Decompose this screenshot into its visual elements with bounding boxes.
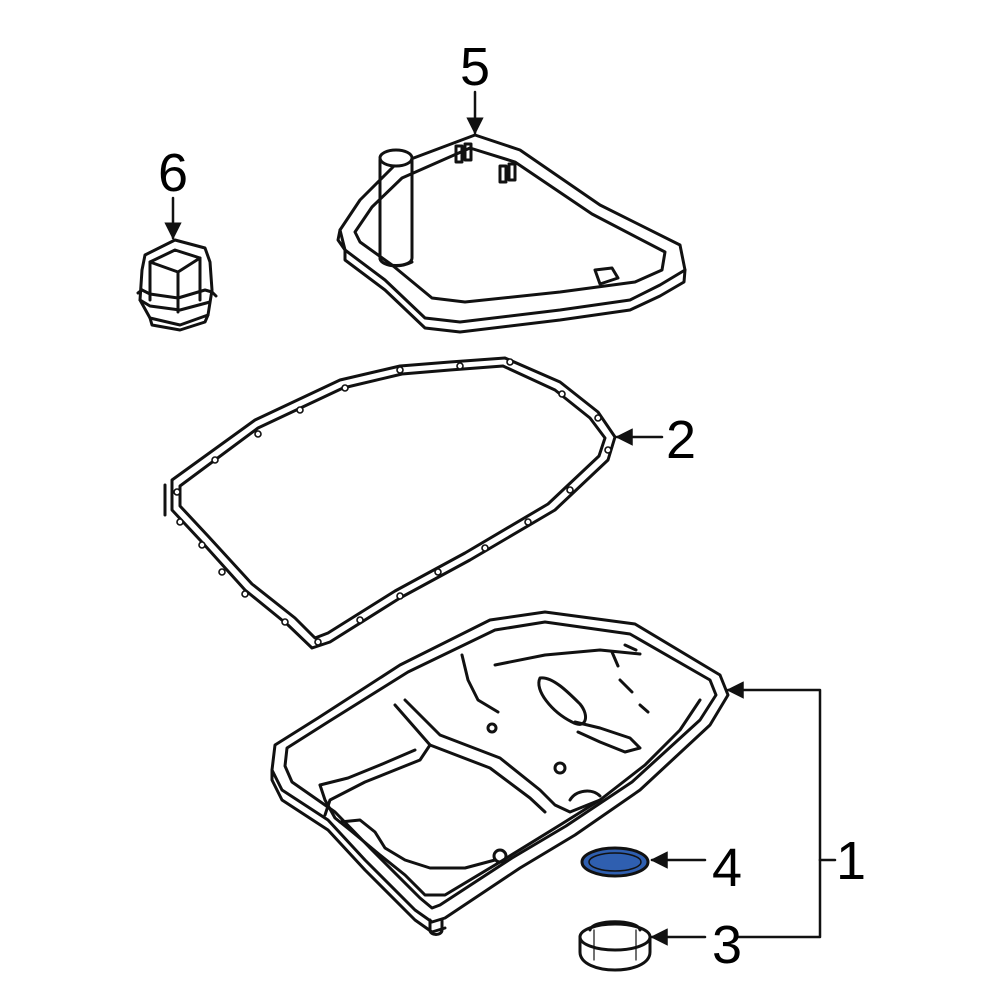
callout-leaders [164,90,837,946]
callout-label-3: 3 [711,915,743,975]
callout-label-5: 5 [459,37,491,97]
callout-label-1: 1 [835,831,867,891]
oil-pan-part [270,610,730,936]
callout-label-4: 4 [711,838,743,898]
callout-label-2: 2 [665,410,697,470]
filter-part [336,133,687,334]
drain-plug-seal-part [580,846,650,878]
gasket-part [163,356,617,650]
callout-label-6: 6 [157,143,189,203]
connector-sleeve-part [136,238,218,332]
drain-plug-part [578,920,652,972]
